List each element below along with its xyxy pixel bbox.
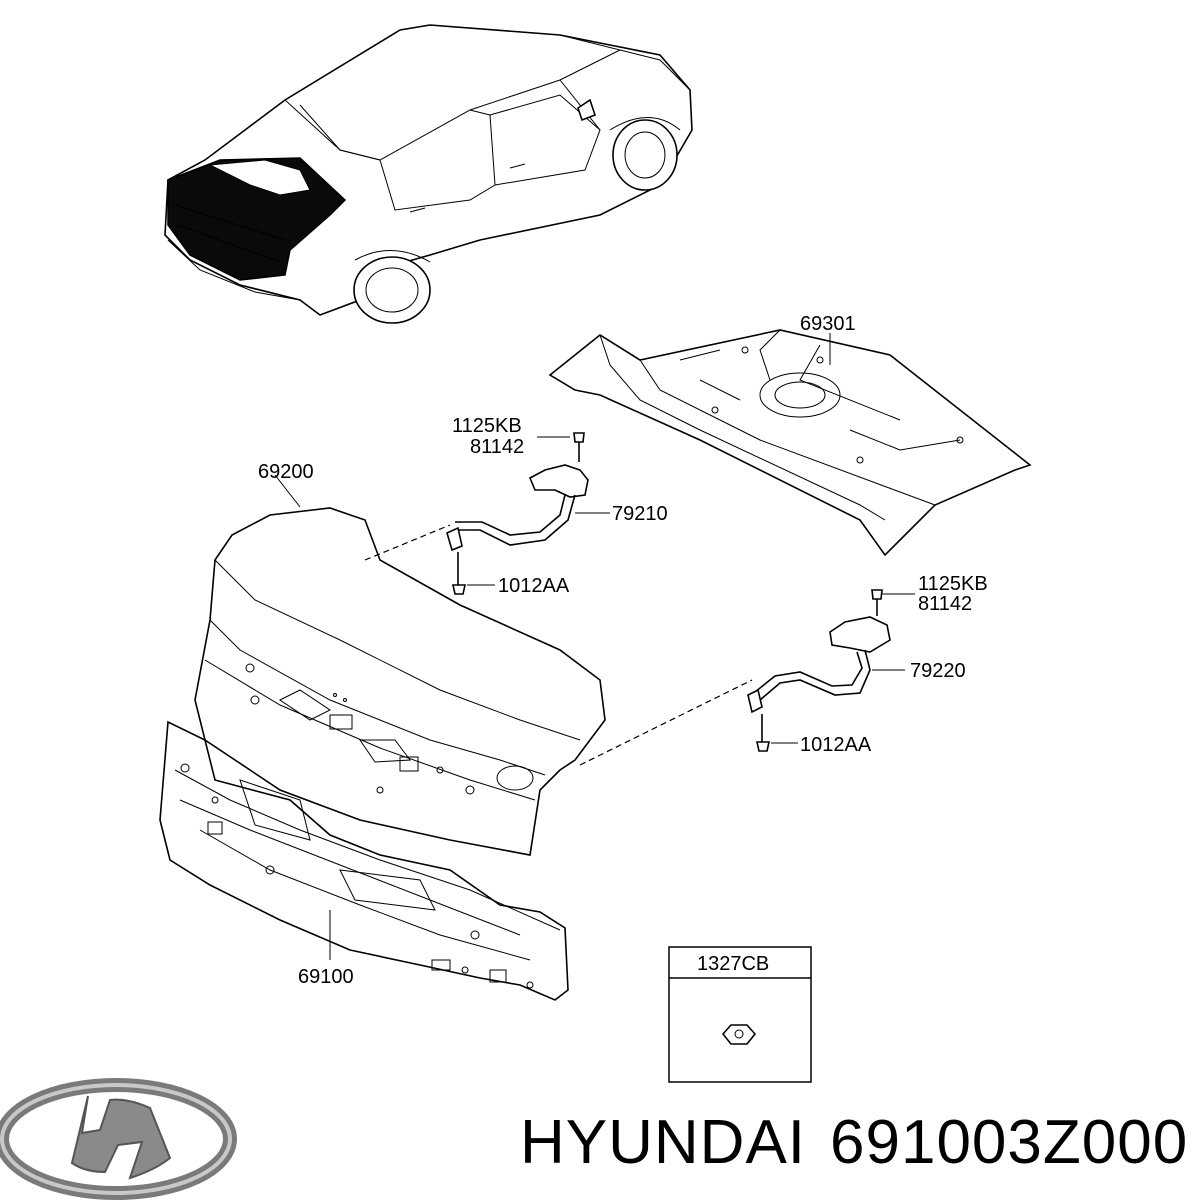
- label-hinge-right: 79220: [910, 660, 966, 682]
- brand-name: HYUNDAI: [520, 1108, 806, 1177]
- car-illustration: [164, 24, 693, 324]
- label-deck-panel: 69301: [800, 313, 856, 335]
- label-hinge-left: 79210: [612, 503, 668, 525]
- label-nut-box: 1327CB: [697, 953, 769, 975]
- trunk-lid-69200: [194, 474, 753, 856]
- label-hinge-bolt-right-a: 1125KB: [918, 573, 988, 595]
- hinge-right-79220: [747, 589, 915, 714]
- label-bolt-right: 1012AA: [800, 734, 872, 756]
- deck-panel-69301: [548, 329, 1032, 557]
- hinge-left-79210: [446, 432, 610, 552]
- nut-box-1327CB: [668, 946, 812, 1083]
- back-panel-69100: [159, 720, 569, 1001]
- bolt-left-1012AA: [452, 552, 495, 595]
- label-bolt-left: 1012AA: [498, 575, 570, 597]
- label-hinge-bolt-right-b: 81142: [918, 593, 972, 615]
- label-hinge-bolt-left-a: 1125KB: [452, 415, 522, 437]
- label-trunk-lid: 69200: [258, 461, 314, 483]
- part-number: 691003Z000: [830, 1108, 1188, 1177]
- bolt-right-1012AA: [756, 714, 798, 752]
- hyundai-logo-icon: [0, 1078, 237, 1200]
- label-back-panel: 69100: [298, 966, 354, 988]
- label-hinge-bolt-left-b: 81142: [470, 436, 524, 458]
